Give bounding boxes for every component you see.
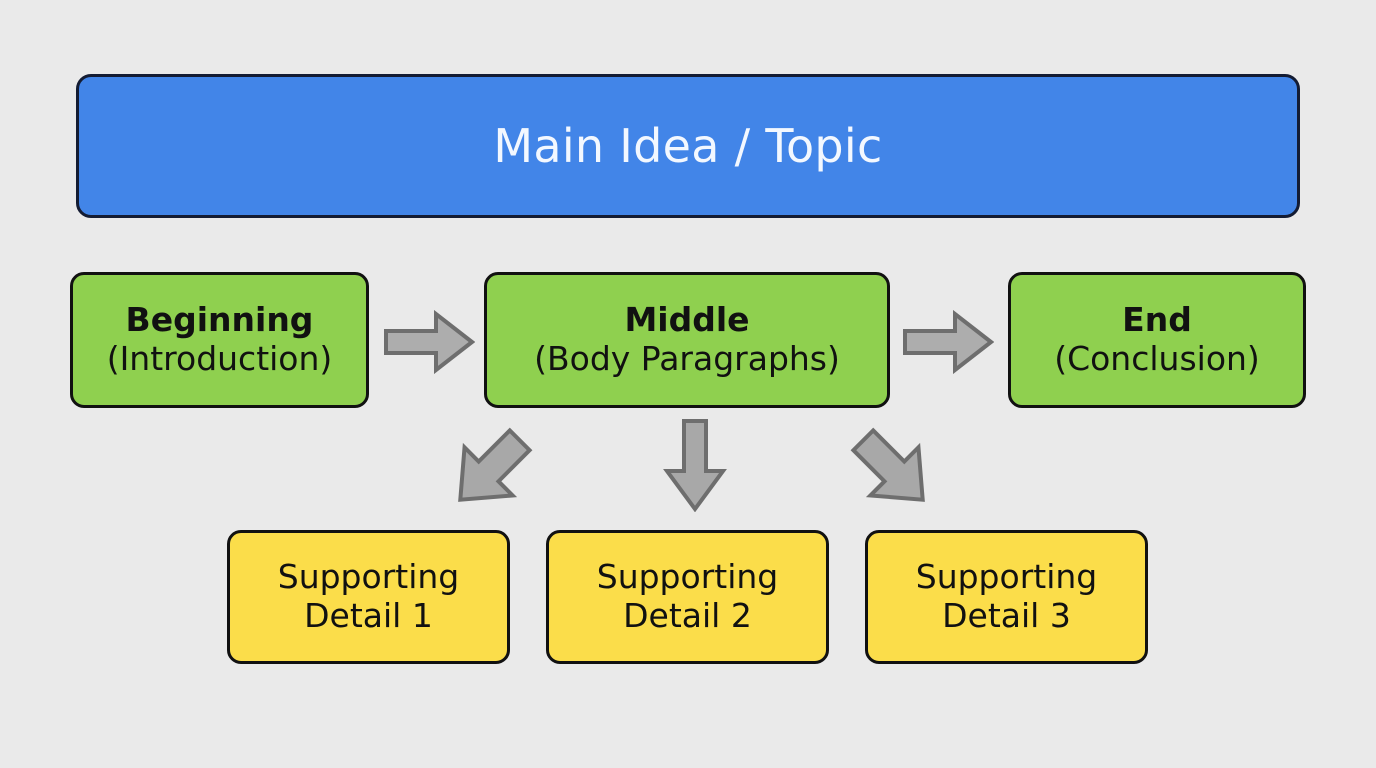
node-middle[interactable]: Middle (Body Paragraphs) <box>484 272 890 408</box>
node-middle-line-1: Middle <box>624 300 750 340</box>
node-main-idea-label: Main Idea / Topic <box>493 118 883 173</box>
node-beginning-line-2: (Introduction) <box>106 339 333 378</box>
node-supporting-detail-2[interactable]: Supporting Detail 2 <box>546 530 829 664</box>
node-supporting-detail-1[interactable]: Supporting Detail 1 <box>227 530 510 664</box>
arrow-down-left-icon-middle-to-detail-1 <box>440 420 540 520</box>
node-supporting-detail-2-line-1: Supporting <box>596 557 779 597</box>
arrow-right-icon-beginning-to-middle <box>383 310 475 374</box>
node-supporting-detail-3-line-1: Supporting <box>915 557 1098 597</box>
node-supporting-detail-3[interactable]: Supporting Detail 3 <box>865 530 1148 664</box>
node-supporting-detail-2-line-2: Detail 2 <box>623 596 752 635</box>
node-end-line-2: (Conclusion) <box>1054 339 1260 378</box>
node-end-line-1: End <box>1122 300 1192 340</box>
node-end[interactable]: End (Conclusion) <box>1008 272 1306 408</box>
node-supporting-detail-1-line-2: Detail 1 <box>304 596 433 635</box>
node-supporting-detail-1-line-1: Supporting <box>277 557 460 597</box>
node-middle-line-2: (Body Paragraphs) <box>534 339 840 378</box>
node-beginning[interactable]: Beginning (Introduction) <box>70 272 369 408</box>
node-beginning-line-1: Beginning <box>125 300 314 340</box>
node-supporting-detail-3-line-2: Detail 3 <box>942 596 1071 635</box>
arrow-down-right-icon-middle-to-detail-3 <box>843 420 943 520</box>
arrow-down-icon-middle-to-detail-2 <box>663 418 727 512</box>
arrow-right-icon-middle-to-end <box>902 310 994 374</box>
node-main-idea[interactable]: Main Idea / Topic <box>76 74 1300 218</box>
